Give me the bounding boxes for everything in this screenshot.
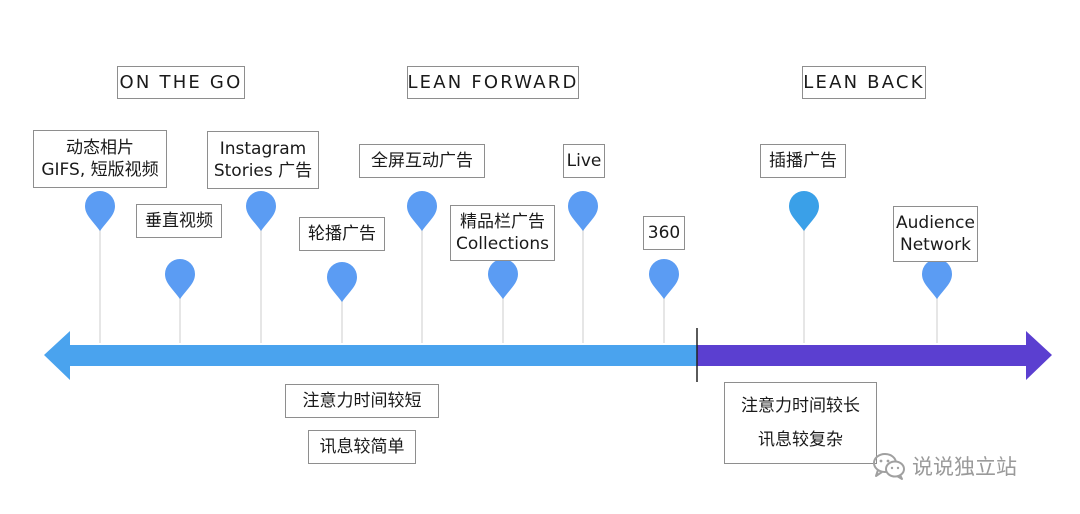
format-label-live: Live — [563, 144, 605, 178]
pin-marker — [165, 259, 195, 299]
pin-marker — [922, 259, 952, 299]
attention-short-label: 注意力时间较短 — [285, 384, 439, 418]
category-on-the-go: ON THE GO — [117, 66, 245, 99]
stem — [260, 225, 262, 343]
pin-marker — [649, 259, 679, 299]
stem — [803, 225, 805, 343]
watermark-text: 说说独立站 — [912, 455, 1017, 479]
arrow-left-segment — [44, 331, 697, 380]
format-label-dynamic-photo: 动态相片 GIFS, 短版视频 — [33, 130, 167, 188]
stem — [99, 225, 101, 343]
attention-long-label: 注意力时间较长 — [741, 396, 860, 416]
format-label-360: 360 — [643, 216, 685, 250]
format-label-vertical-video: 垂直视频 — [136, 204, 222, 238]
arrow-right-segment — [697, 331, 1052, 380]
pin-marker — [488, 259, 518, 299]
pin-marker — [789, 191, 819, 231]
format-label-carousel: 轮播广告 — [299, 217, 385, 251]
format-label-interstitial: 插播广告 — [760, 144, 846, 178]
category-lean-forward: LEAN FORWARD — [407, 66, 579, 99]
pin-marker — [327, 262, 357, 302]
message-simple-label: 讯息较简单 — [308, 430, 416, 464]
format-label-instagram-stories: Instagram Stories 广告 — [207, 131, 319, 189]
wechat-icon — [873, 453, 905, 480]
format-label-collections: 精品栏广告 Collections — [450, 205, 555, 261]
pin-marker — [246, 191, 276, 231]
stem — [936, 292, 938, 343]
pin-marker — [568, 191, 598, 231]
stem — [341, 295, 343, 343]
pin-marker — [85, 191, 115, 231]
format-label-fullscreen-interactive: 全屏互动广告 — [359, 144, 485, 178]
category-lean-back: LEAN BACK — [802, 66, 926, 99]
attention-complex-group: 注意力时间较长 讯息较复杂 — [724, 382, 877, 464]
stem — [179, 292, 181, 343]
stem — [421, 225, 423, 343]
stem — [582, 225, 584, 343]
stem — [663, 292, 665, 343]
pin-marker — [407, 191, 437, 231]
message-complex-label: 讯息较复杂 — [758, 430, 843, 450]
watermark: 说说独立站 — [872, 449, 1017, 483]
stem — [502, 292, 504, 343]
format-label-audience-network: Audience Network — [893, 206, 978, 262]
